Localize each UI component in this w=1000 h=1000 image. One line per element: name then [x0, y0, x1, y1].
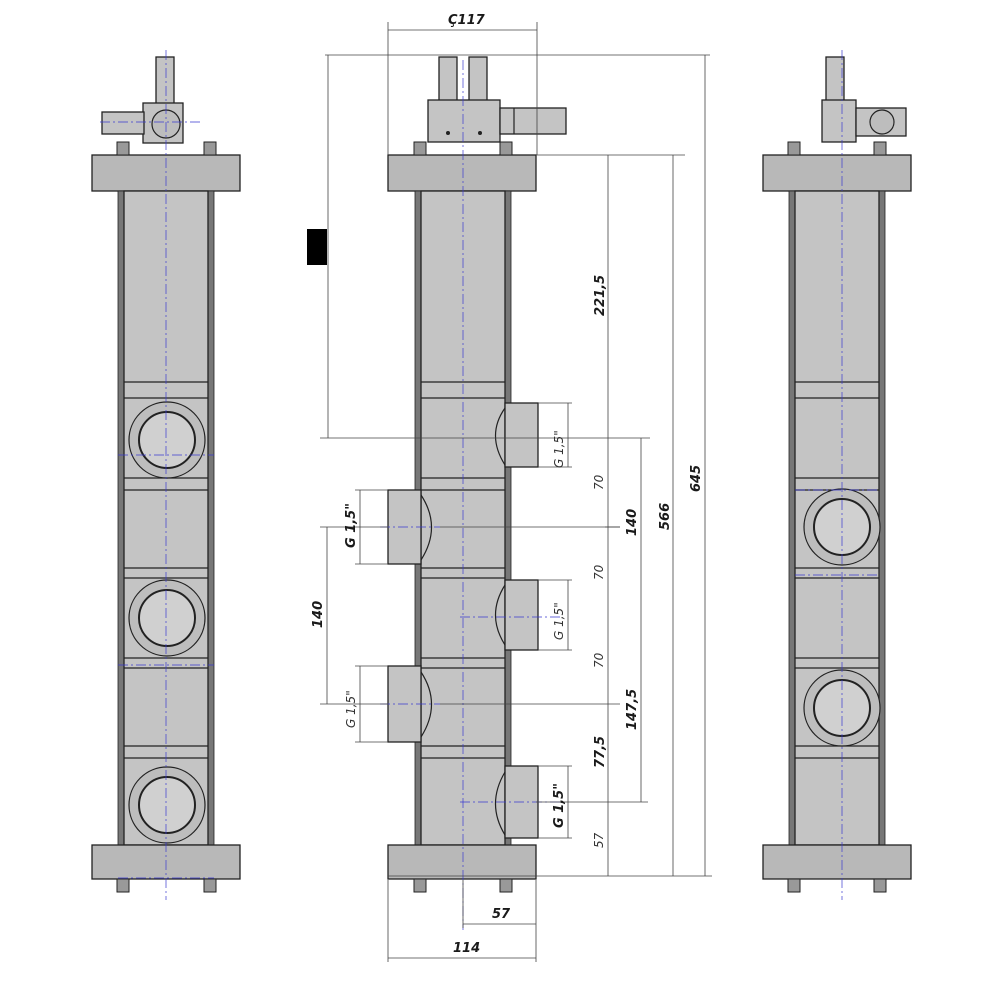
- dim-140-left: 140: [311, 601, 326, 628]
- black-marker: [307, 229, 327, 265]
- dim-114-width: 114: [453, 941, 480, 956]
- left-fitting-stem: [155, 56, 175, 106]
- right-bottom-flange: [762, 844, 912, 880]
- right-top-flange: [762, 154, 912, 192]
- middle-view: [380, 56, 567, 930]
- mid-bottom-flange: [387, 844, 537, 880]
- dim-70-a: 70: [592, 474, 606, 490]
- left-port-hole: [138, 411, 196, 469]
- mid-fitting-arm: [499, 107, 567, 135]
- mid-fitting-block: [427, 99, 501, 143]
- mid-port-curve: [420, 671, 432, 738]
- mid-port-right-1: [504, 402, 539, 468]
- thread-label-l2: G 1,5": [344, 690, 358, 728]
- left-fitting-arm: [101, 111, 145, 135]
- thread-label-r2: G 1,5": [552, 602, 566, 640]
- left-bolts: [116, 141, 217, 893]
- mid-top-flange: [387, 154, 537, 192]
- left-port-hole: [138, 776, 196, 834]
- right-fitting-circle: [869, 109, 895, 135]
- thread-label-r3: G 1,5": [552, 783, 567, 828]
- dim-diameter: Ç117: [448, 13, 486, 28]
- mid-port-curve: [495, 771, 506, 836]
- dimension-lines: [320, 22, 712, 962]
- dim-70-c: 70: [592, 652, 606, 668]
- dim-1475: 147,5: [625, 689, 640, 730]
- mid-port-curve: [495, 584, 506, 646]
- right-fitting-block: [821, 99, 857, 143]
- right-fitting-stem: [825, 56, 845, 106]
- right-bolts: [787, 141, 887, 893]
- mid-fitting-screw: [478, 131, 482, 135]
- dim-645: 645: [689, 465, 704, 492]
- thread-label-l1: G 1,5": [344, 503, 359, 548]
- mid-port-curve: [420, 494, 432, 561]
- mid-bolts: [413, 141, 513, 893]
- dim-140-right: 140: [625, 509, 640, 536]
- mid-fitting-pipe: [438, 56, 458, 102]
- dim-566: 566: [658, 503, 673, 530]
- dim-57-v: 57: [592, 832, 606, 848]
- thread-label-r1: G 1,5": [552, 430, 566, 468]
- right-view: [762, 50, 912, 900]
- mid-fitting-pipe: [468, 56, 488, 102]
- mid-fitting-screw: [446, 131, 450, 135]
- dim-70-b: 70: [592, 564, 606, 580]
- dim-775: 77,5: [593, 736, 608, 768]
- left-view: [91, 50, 241, 900]
- left-port-hole: [138, 589, 196, 647]
- mid-port-right-2: [504, 579, 539, 651]
- dim-57-width: 57: [492, 907, 511, 922]
- dim-2215: 221,5: [593, 275, 608, 316]
- mid-port-curve: [495, 407, 506, 466]
